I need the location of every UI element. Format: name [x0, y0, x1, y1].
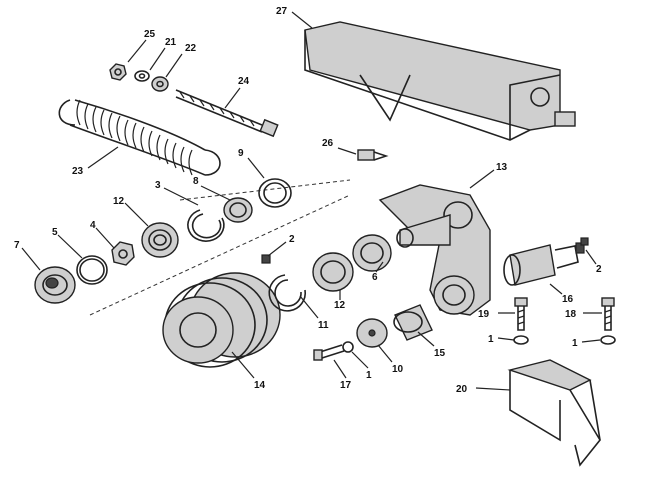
- part-6-bearing: [352, 234, 392, 272]
- part-12-bearing: [141, 222, 179, 258]
- part-21-washer: [134, 70, 150, 82]
- part-19-bolt: [514, 297, 528, 331]
- part-label-21: 21: [165, 37, 177, 48]
- part-label-18: 18: [565, 309, 577, 320]
- part-label-11: 11: [318, 320, 329, 331]
- leader-line: [87, 146, 119, 169]
- part-label-6: 6: [372, 272, 378, 283]
- assembly-dash-line: [89, 194, 351, 316]
- part-1-washer-b: [600, 335, 616, 345]
- part-label-12-right: 12: [334, 300, 346, 311]
- part-label-1-b: 1: [572, 338, 578, 349]
- part-label-1-a: 1: [488, 334, 494, 345]
- part-10-washer: [356, 318, 388, 348]
- part-4-nut: [111, 241, 135, 266]
- part-label-24: 24: [238, 76, 250, 87]
- part-12-bearing-right: [312, 252, 354, 292]
- leader-line: [224, 87, 241, 109]
- leader-line: [200, 185, 231, 201]
- leader-line: [21, 247, 41, 271]
- leader-line: [247, 157, 265, 179]
- part-label-14: 14: [254, 380, 266, 391]
- leader-line: [377, 344, 393, 363]
- part-5-o-ring: [76, 255, 108, 285]
- part-15-sleeve: [393, 304, 433, 341]
- leader-line: [469, 169, 495, 189]
- part-label-3: 3: [155, 180, 161, 191]
- leader-line: [149, 47, 166, 71]
- leader-line: [95, 227, 115, 249]
- leader-line: [549, 283, 563, 295]
- part-1-washer-c: [342, 341, 354, 353]
- leader-line: [581, 339, 601, 343]
- part-label-4: 4: [90, 220, 96, 231]
- leader-line: [231, 351, 255, 379]
- part-9-ring: [258, 178, 292, 208]
- leader-line: [497, 337, 515, 341]
- part-label-2: 2: [289, 234, 295, 245]
- part-label-16: 16: [562, 294, 574, 305]
- part-label-22: 22: [185, 43, 197, 54]
- leader-line: [127, 39, 147, 63]
- leader-line: [299, 295, 319, 319]
- part-16-shaft: [503, 242, 585, 286]
- leader-line: [333, 359, 347, 379]
- part-label-27: 27: [276, 6, 288, 17]
- part-14-pulley: [162, 272, 281, 368]
- leader-line: [337, 147, 357, 155]
- part-27-main-bracket: [304, 21, 576, 141]
- leader-line: [57, 234, 83, 259]
- part-label-12: 12: [113, 196, 125, 207]
- leader-line: [267, 241, 287, 257]
- leader-line: [375, 261, 384, 273]
- part-25-nut: [109, 63, 127, 81]
- part-label-1-c: 1: [366, 370, 372, 381]
- part-label-10: 10: [392, 364, 404, 375]
- part-26-screw: [357, 149, 389, 161]
- part-label-8: 8: [193, 176, 199, 187]
- part-label-9: 9: [238, 148, 244, 159]
- leader-line: [417, 331, 435, 347]
- part-11-snap-ring: [268, 274, 307, 312]
- part-17-bolt: [313, 344, 345, 361]
- part-3-snap-ring: [187, 209, 225, 242]
- part-label-19: 19: [478, 309, 490, 320]
- part-label-7: 7: [14, 240, 20, 251]
- part-20-mounting-bracket: [507, 359, 601, 467]
- leader-line: [585, 249, 597, 265]
- part-label-20: 20: [456, 384, 468, 395]
- part-label-26: 26: [322, 138, 334, 149]
- part-label-15: 15: [434, 348, 446, 359]
- part-24-bolt: [175, 89, 279, 138]
- part-8-bushing: [223, 197, 253, 223]
- part-2-grease-fitting: [261, 254, 271, 264]
- part-22-bushing: [151, 76, 169, 92]
- part-label-23: 23: [72, 166, 84, 177]
- part-2-grease-fitting-right: [580, 237, 589, 246]
- part-18-bolt: [601, 297, 615, 331]
- part-label-13: 13: [496, 162, 508, 173]
- leader-line: [351, 351, 369, 369]
- leader-line: [163, 187, 199, 206]
- leader-line: [165, 53, 183, 78]
- part-23-spring: [58, 99, 221, 176]
- part-13-arm: [378, 184, 491, 316]
- part-label-2-right: 2: [596, 264, 602, 275]
- part-label-17: 17: [340, 380, 352, 391]
- part-1-washer-a: [513, 335, 529, 345]
- part-7-cap: [34, 266, 76, 304]
- leader-line: [124, 202, 149, 227]
- leader-line: [475, 387, 511, 391]
- leader-line: [291, 11, 313, 29]
- part-label-5: 5: [52, 227, 58, 238]
- part-label-25: 25: [144, 29, 156, 40]
